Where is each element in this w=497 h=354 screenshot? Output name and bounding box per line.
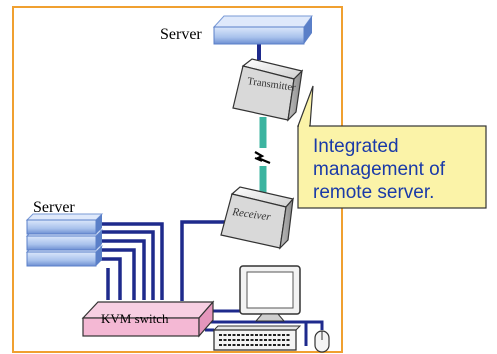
keyboard-icon xyxy=(212,325,302,351)
callout-line-1: Integrated xyxy=(313,136,399,157)
lightning-break-icon xyxy=(254,148,272,166)
transmitter-box xyxy=(232,58,304,122)
callout-line-3: remote server. xyxy=(313,182,434,203)
server-top xyxy=(212,15,313,45)
callout-box xyxy=(297,85,487,209)
receiver-label: Receiver xyxy=(231,206,272,223)
server-top-label: Server xyxy=(160,26,202,43)
callout-line-2: management of xyxy=(313,159,446,180)
monitor-icon xyxy=(239,265,301,322)
cable-receiver-kvm xyxy=(180,220,230,301)
receiver-box xyxy=(220,186,295,250)
mouse-icon xyxy=(314,330,330,353)
cables-servers-kvm xyxy=(96,222,164,300)
server-left-label: Server xyxy=(33,199,75,216)
kvm-switch-box xyxy=(81,300,215,338)
server-stack-left xyxy=(25,213,104,267)
kvm-switch-label: KVM switch xyxy=(101,311,169,326)
